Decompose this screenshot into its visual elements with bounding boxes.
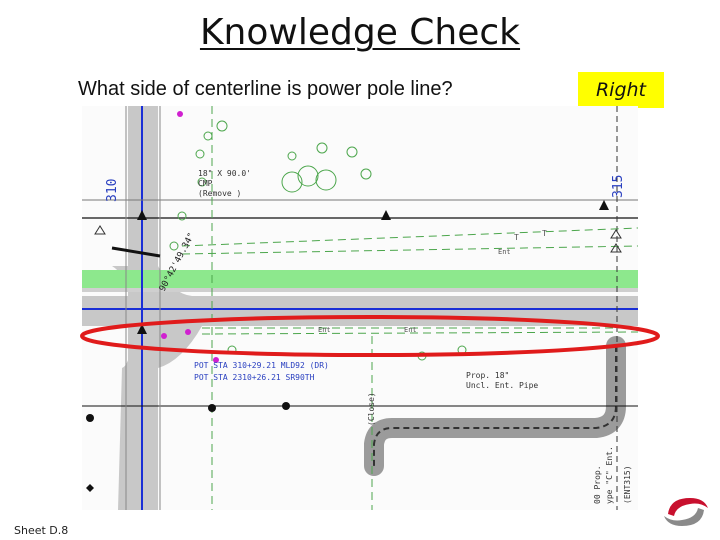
tree-symbol [216, 120, 228, 132]
ent315-mark: (ENT315) [623, 465, 632, 504]
company-logo-icon [664, 498, 708, 526]
answer-badge: Right [578, 72, 664, 108]
prop-mark: 00 Prop. [593, 465, 602, 504]
tree-symbol [203, 131, 213, 141]
survey-point [177, 111, 183, 117]
tree-symbol [360, 168, 372, 180]
culvert-label-size: 18" X 90.0' [198, 169, 251, 178]
power-pole-diamond [86, 484, 94, 492]
triangle-symbol [610, 229, 622, 239]
tree-symbol [197, 177, 207, 187]
station-label-310: 310 [105, 179, 120, 202]
driveway-centerline [373, 346, 617, 466]
triangle-symbol [610, 243, 622, 253]
power-pole-triangle [381, 210, 391, 220]
tree-cluster [297, 165, 319, 187]
survey-point [185, 329, 191, 335]
triangle-symbol [94, 225, 106, 235]
green-band [82, 270, 638, 288]
power-line-ellipse [80, 315, 660, 357]
power-pole-triangle [137, 324, 147, 334]
ent-mark: Ent [498, 248, 511, 256]
survey-line [181, 245, 638, 255]
power-pole-triangle [599, 200, 609, 210]
tree-cluster [281, 171, 303, 193]
survey-point [161, 333, 167, 339]
pipe-label-type: Uncl. Ent. Pipe [466, 381, 538, 390]
type-mark: ype "C" Ent. [605, 446, 614, 504]
plan-svg: 310 315 18" X 90.0' CMP (Remove ) 90°42'… [82, 106, 638, 510]
station-label-315: 315 [611, 175, 626, 198]
pot-label-2: POT STA 2310+26.21 SR90TH [194, 373, 315, 382]
tree-symbol [316, 142, 328, 154]
question-text: What side of centerline is power pole li… [78, 78, 453, 100]
pipe-label-size: Prop. 18" [466, 371, 509, 380]
survey-line [201, 331, 638, 335]
culvert-bar [111, 246, 161, 258]
t-mark: T [542, 229, 547, 238]
tree-symbol [346, 146, 358, 158]
culvert-label-type: CMP [198, 179, 213, 188]
culvert-label-remove: (Remove ) [198, 189, 241, 198]
power-pole-dot [282, 402, 290, 410]
slide-title: Knowledge Check [199, 12, 521, 53]
tree-cluster [315, 169, 337, 191]
roadway-plan-drawing: 310 315 18" X 90.0' CMP (Remove ) 90°42'… [82, 106, 638, 510]
t-mark: T [514, 233, 519, 242]
pot-label-1: POT STA 310+29.21 MLD92 (DR) [194, 361, 329, 370]
close-mark: (Close) [367, 392, 376, 426]
power-pole-dot [208, 404, 216, 412]
power-pole-dot [86, 414, 94, 422]
ent-mark: Ent [318, 326, 331, 334]
survey-line [181, 227, 638, 247]
ent-mark: Ent [404, 326, 417, 334]
tree-symbol [177, 211, 187, 221]
survey-point [213, 357, 219, 363]
tree-symbol [169, 241, 179, 251]
sheet-number: Sheet D.8 [14, 524, 69, 537]
tree-symbol [195, 149, 205, 159]
power-pole-triangle [137, 210, 147, 220]
tree-symbol [287, 151, 297, 161]
